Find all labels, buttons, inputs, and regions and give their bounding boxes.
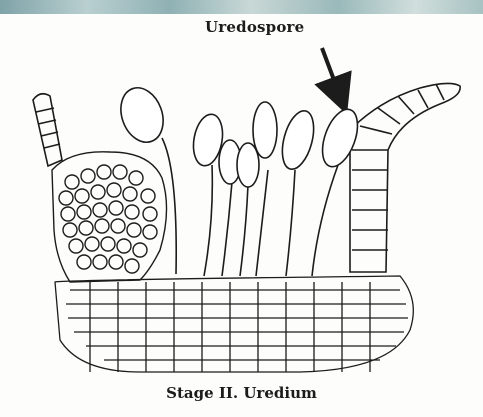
basal-cell-layer <box>55 276 413 372</box>
spore <box>253 102 277 158</box>
left-paraphysis <box>33 94 62 166</box>
pointer-arrow <box>322 48 340 96</box>
uredospores <box>114 82 365 276</box>
spore <box>316 105 365 172</box>
spore <box>277 107 320 172</box>
left-cell-mound <box>52 152 167 282</box>
figure-caption: Stage II. Uredium <box>0 384 483 402</box>
uredospore-label: Uredospore <box>205 18 304 36</box>
right-paraphysis <box>350 83 460 272</box>
